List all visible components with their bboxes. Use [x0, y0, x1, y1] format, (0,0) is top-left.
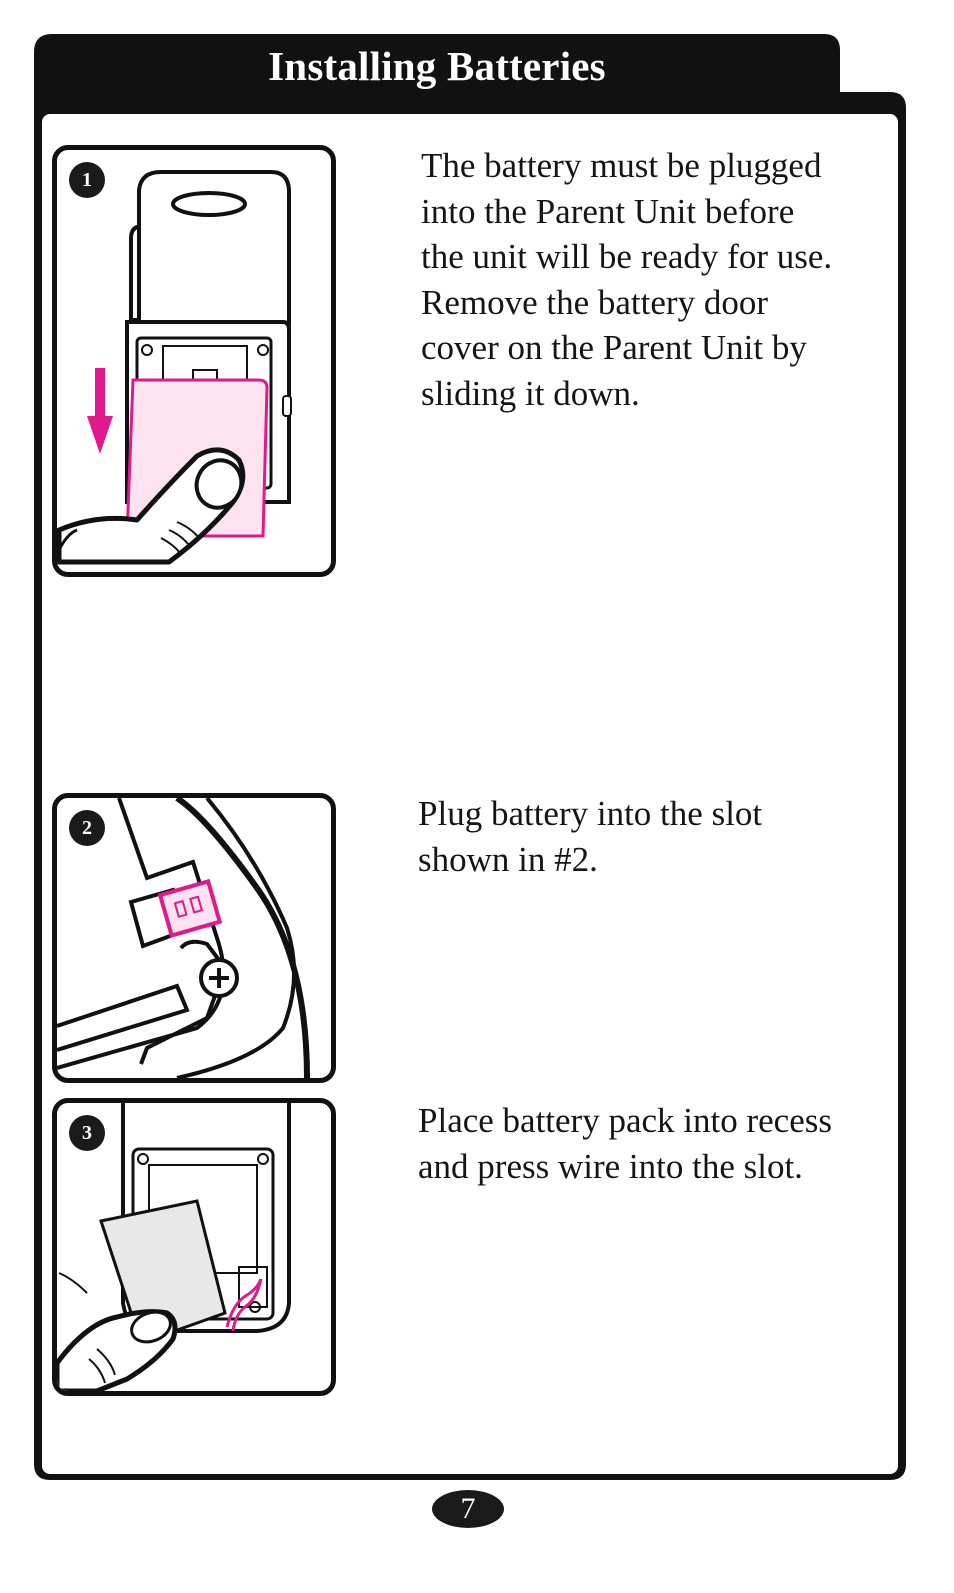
step-2-line: shown in #2.: [418, 839, 598, 879]
page-title: Installing Batteries: [268, 43, 606, 89]
step-1-line: into the Parent Unit before: [421, 191, 795, 231]
step-3-instructions: Place battery pack into recess and press…: [418, 1098, 888, 1189]
battery-door-slide-image: [57, 170, 292, 565]
step-1-badge: 1: [69, 162, 105, 198]
step-3-line: Place battery pack into recess: [418, 1101, 832, 1140]
step-1-line: Remove the battery door: [421, 282, 768, 322]
step-3-badge: 3: [69, 1115, 105, 1151]
step-3-line: and press wire into the slot.: [418, 1146, 803, 1186]
page-number: 7: [432, 1490, 504, 1528]
step-3-illustration: 3: [52, 1098, 336, 1396]
step-2-instructions: Plug battery into the slot shown in #2.: [418, 791, 888, 882]
battery-slot-image: [57, 798, 310, 1078]
step-2-line: Plug battery into the slot: [418, 794, 763, 833]
step-1-line: the unit will be ready for use.: [421, 237, 833, 276]
step-1-illustration: 1: [52, 145, 336, 577]
step-1-line: The battery must be plugged: [421, 146, 822, 185]
battery-pack-image: [57, 1103, 291, 1391]
step-1-instructions: The battery must be plugged into the Par…: [421, 143, 891, 416]
step-2-illustration: 2: [52, 793, 336, 1083]
step-1-line: sliding it down.: [421, 373, 640, 413]
step-1-line: cover on the Parent Unit by: [421, 328, 807, 367]
step-2-badge: 2: [69, 810, 105, 846]
